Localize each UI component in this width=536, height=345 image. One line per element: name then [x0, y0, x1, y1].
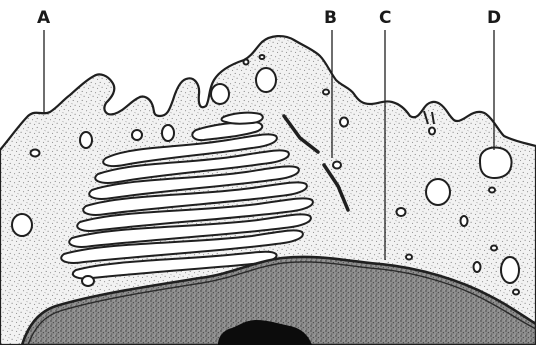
label-d: D — [487, 8, 501, 28]
vesicle — [426, 179, 450, 205]
vesicle — [323, 90, 329, 95]
vesicle — [513, 290, 519, 295]
vesicle — [80, 132, 92, 148]
label-a: A — [37, 8, 51, 28]
vesicle — [12, 214, 32, 236]
vesicle — [406, 255, 412, 260]
vesicle — [491, 246, 497, 251]
vesicle — [162, 125, 174, 141]
vesicle — [82, 276, 94, 286]
vesicle — [211, 84, 229, 104]
vesicle — [429, 128, 435, 135]
vesicle — [132, 130, 142, 140]
vesicle — [501, 257, 519, 283]
vesicle — [489, 188, 495, 193]
vesicle — [333, 162, 341, 169]
vesicle — [31, 150, 40, 157]
vesicle — [474, 262, 481, 272]
vesicle — [260, 55, 265, 59]
label-c: C — [379, 8, 391, 28]
endocytic-vesicle — [480, 148, 512, 179]
label-b: B — [324, 8, 337, 28]
vesicle — [256, 68, 276, 92]
vesicle — [397, 208, 406, 216]
vesicle — [461, 216, 468, 226]
vesicle — [244, 60, 249, 65]
vesicle — [340, 118, 348, 127]
